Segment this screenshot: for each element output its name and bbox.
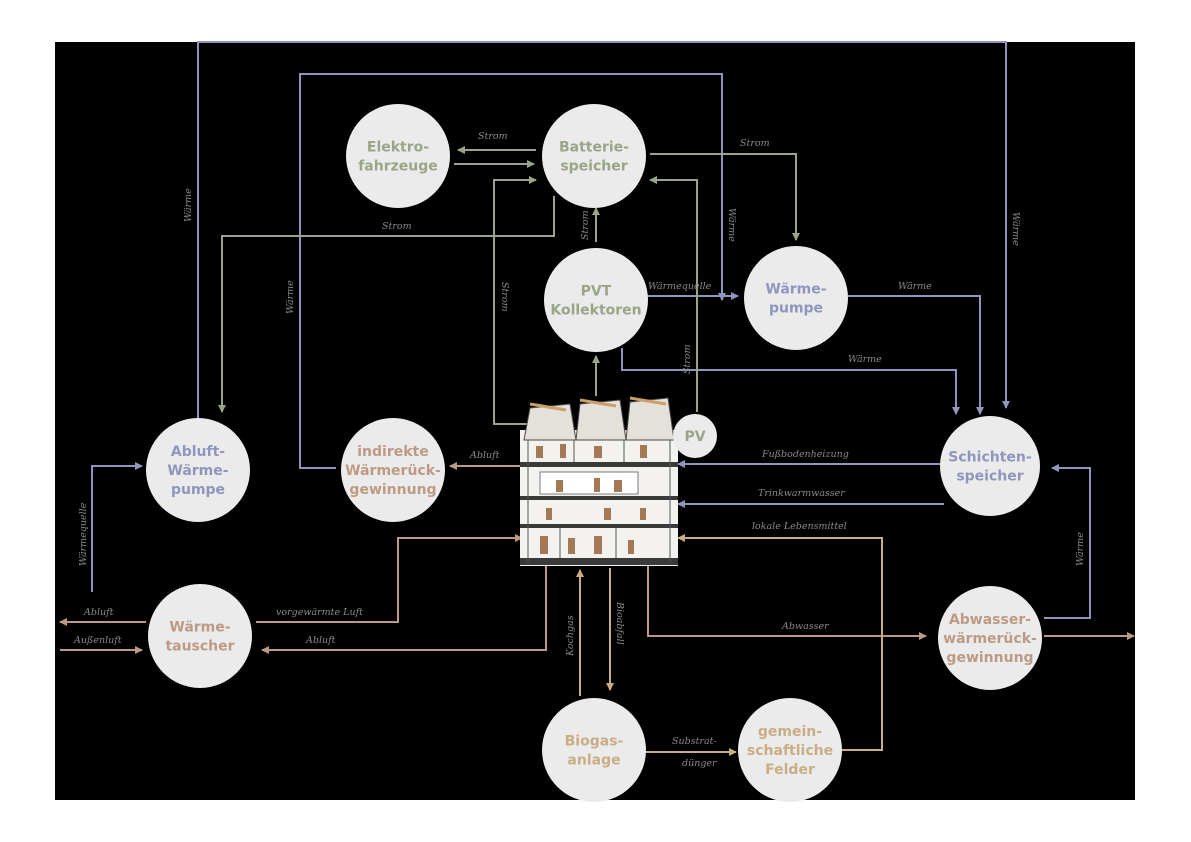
label-fussbodenheizung: Fußbodenheizung [761, 449, 849, 460]
node-biogas: Biogas-anlage [542, 698, 646, 802]
node-label: Abwasser-wärmerück-gewinnung [943, 612, 1037, 666]
node-batterie: Batterie-speicher [542, 104, 646, 208]
label-waerme-right: Wärme [1010, 212, 1021, 246]
node-circle [341, 418, 445, 522]
node-label: Wärme-tauscher [165, 620, 234, 655]
node-label: Biogas-anlage [565, 734, 624, 769]
edge-vorgewaermte-luft [256, 534, 523, 623]
node-waermepumpe: Wärme-pumpe [744, 246, 848, 350]
node-circle [940, 416, 1040, 516]
label-strom-wp: Strom [740, 138, 770, 149]
node-circle [544, 248, 648, 352]
node-circle [346, 104, 450, 208]
node-circle [542, 104, 646, 208]
node-label: Elektro-fahrzeuge [358, 140, 438, 175]
building-section-illustration [520, 396, 678, 566]
node-elektro: Elektro-fahrzeuge [346, 104, 450, 208]
node-circle [738, 698, 842, 802]
edge-strom-bat-wp [650, 153, 800, 241]
label-strom-ev: Strom [478, 131, 508, 142]
edge-waerme-abwasser-schichten [1044, 464, 1091, 619]
label-abwasser: Abwasser [781, 621, 830, 632]
node-circle [146, 418, 250, 522]
label-waerme-left-inner: Wärme [285, 280, 296, 314]
label-kochgas: Kochgas [565, 615, 576, 657]
edge-waermequelle-tauscher-abluft [91, 462, 143, 592]
label-strom-abluft: Strom [382, 221, 412, 232]
label-strom-pv: Strom [682, 344, 693, 374]
node-circle [148, 584, 252, 688]
node-abwasser: Abwasser-wärmerück-gewinnung [938, 586, 1042, 690]
label-abluft-indirekt: Abluft [469, 450, 500, 461]
label-vorgewaermte-luft: vorgewärmte Luft [276, 607, 363, 618]
label-waerme-left-outer: Wärme [183, 188, 194, 222]
node-circle [542, 698, 646, 802]
label-waerme-abwasser: Wärme [1075, 532, 1086, 566]
node-label: PV [684, 429, 705, 445]
edge-waerme-pvt-schichten [621, 348, 960, 415]
label-waermequelle-abluft: Wärmequelle [78, 502, 89, 566]
label-abluft-building: Abluft [305, 635, 336, 646]
edge-waerme-outer-loop [197, 41, 1010, 422]
label-trinkwarmwasser: Trinkwarmwasser [758, 488, 846, 499]
label-waerme-top: Wärme [726, 208, 737, 242]
node-circle [673, 414, 717, 458]
edge-waerme-inner-loop [299, 73, 726, 469]
label-waerme-pvt-schichten: Wärme [848, 354, 882, 365]
label-waerme-wp-schichten: Wärme [898, 281, 932, 292]
node-circle [744, 246, 848, 350]
node-label: Wärme-pumpe [765, 282, 826, 317]
label-strom-building: Strom [499, 282, 510, 312]
node-label: Batterie-speicher [559, 140, 629, 175]
node-abluft-wp: Abluft-Wärme-pumpe [146, 418, 250, 522]
edge-waerme-wp-schichten [848, 295, 984, 415]
label-bioabfall: Bioabfall [614, 601, 625, 645]
label-abluft-out: Abluft [83, 607, 114, 618]
label-strom-pvt-bat: Strom [580, 210, 591, 240]
edge-abluft-building-tauscher [261, 556, 547, 654]
node-circle [938, 586, 1042, 690]
edge-strom-bat-abluft [218, 196, 555, 413]
node-label: Schichten-speicher [948, 450, 1032, 485]
label-waermequelle-pvt: Wärmequelle [648, 281, 712, 292]
label-aussenluft-in: Außenluft [73, 635, 122, 646]
label-lokale-lebensmittel: lokale Lebensmittel [752, 521, 847, 532]
edge-strom-building-bat [493, 176, 537, 425]
node-pv: PV [673, 414, 717, 458]
node-waermetauscher: Wärme-tauscher [148, 584, 252, 688]
edge-strom-pv-bat [649, 176, 698, 412]
edge-lokale-lebensmittel [677, 534, 883, 751]
label-substratduenger: Substrat- dünger [672, 736, 720, 769]
node-label: Abluft-Wärme-pumpe [167, 444, 228, 498]
edge-abwasser [647, 540, 927, 640]
node-schichten: Schichten-speicher [940, 416, 1040, 516]
